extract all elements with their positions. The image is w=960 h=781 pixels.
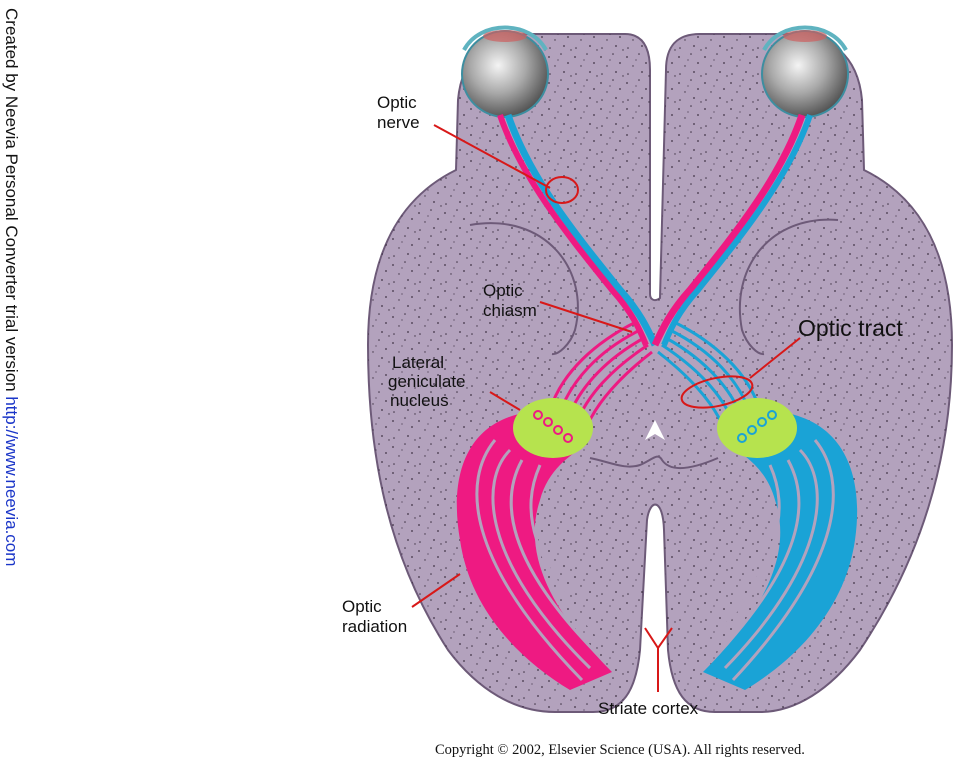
label-optic-chiasm-line1: Optic: [483, 281, 523, 300]
optic-pathways: [497, 113, 813, 441]
copyright-notice: Copyright © 2002, Elsevier Science (USA)…: [435, 742, 805, 758]
left-lateral-geniculate-nucleus: [513, 398, 593, 458]
label-optic-nerve-line1: Optic: [377, 93, 417, 112]
label-pointers: [411, 124, 801, 692]
label-optic-chiasm-line2: chiasm: [483, 301, 537, 320]
right-lateral-geniculate-nucleus: [717, 398, 797, 458]
lgn-synapses: [533, 410, 777, 443]
label-lgn-line3: nucleus: [390, 391, 449, 410]
label-optic-nerve-line2: nerve: [377, 113, 420, 132]
left-optic-radiation: [456, 412, 612, 690]
label-lgn-line1: Lateral: [392, 353, 444, 372]
label-optic-radiation-line2: radiation: [342, 617, 407, 636]
label-optic-tract: Optic tract: [798, 315, 903, 341]
right-eye: [761, 25, 849, 118]
diagram-labels: Optic nerve Optic chiasm Optic tract Lat…: [342, 93, 903, 718]
label-striate-cortex: Striate cortex: [598, 699, 699, 718]
watermark-link[interactable]: http://www.neevia.com: [2, 396, 21, 566]
right-optic-radiation: [703, 412, 858, 690]
watermark-prefix: Created by Neevia Personal Converter tri…: [2, 8, 21, 396]
arrowhead-marker-icon: [645, 420, 665, 440]
label-optic-radiation-line1: Optic: [342, 597, 382, 616]
label-lgn-line2: geniculate: [388, 372, 466, 391]
watermark-text: Created by Neevia Personal Converter tri…: [2, 8, 21, 566]
